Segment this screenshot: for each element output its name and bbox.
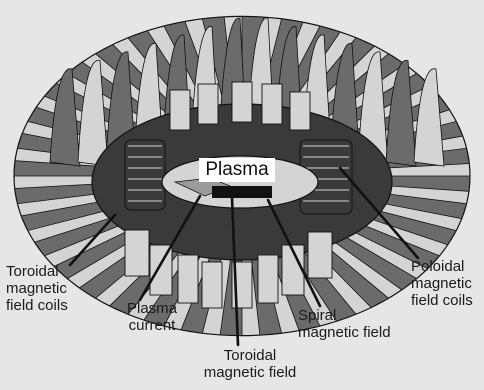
plasma-core (212, 186, 272, 198)
coil-segment (290, 92, 310, 130)
plasma-current-label-line-2: current (112, 317, 192, 334)
toroidal-coils-label-line-2: magnetic (6, 280, 68, 297)
coil-segment (262, 84, 282, 124)
toroidal-coils-label-line-3: field coils (6, 297, 68, 314)
poloidal-coils-label-line-2: magnetic (411, 275, 473, 292)
toroidal-coils-label: Toroidal magnetic field coils (6, 263, 68, 314)
poloidal-coils-label: Poloidal magnetic field coils (411, 258, 473, 309)
toroidal-field-label-line-2: magnetic field (190, 364, 310, 381)
plasma-label: Plasma (199, 158, 275, 182)
coil-segment (198, 84, 218, 124)
toroidal-field-label-line-1: Toroidal (190, 347, 310, 364)
plasma-current-label-line-1: Plasma (112, 300, 192, 317)
coil-segment (308, 232, 332, 278)
spiral-field-label: Spiral magnetic field (298, 307, 391, 341)
coil-segment (232, 82, 252, 122)
coil-segment (202, 262, 222, 308)
poloidal-coils-label-line-1: Poloidal (411, 258, 473, 275)
coil-segment (125, 230, 149, 276)
coil-segment (258, 255, 278, 303)
poloidal-coil-left (125, 140, 165, 210)
plasma-current-label: Plasma current (112, 300, 192, 334)
toroidal-coils-label-line-1: Toroidal (6, 263, 68, 280)
coil-segment (170, 90, 190, 130)
coil-segment (178, 255, 198, 303)
toroidal-field-label: Toroidal magnetic field (190, 347, 310, 381)
spiral-field-label-line-2: magnetic field (298, 324, 391, 341)
poloidal-coils-label-line-3: field coils (411, 292, 473, 309)
spiral-field-label-line-1: Spiral (298, 307, 391, 324)
